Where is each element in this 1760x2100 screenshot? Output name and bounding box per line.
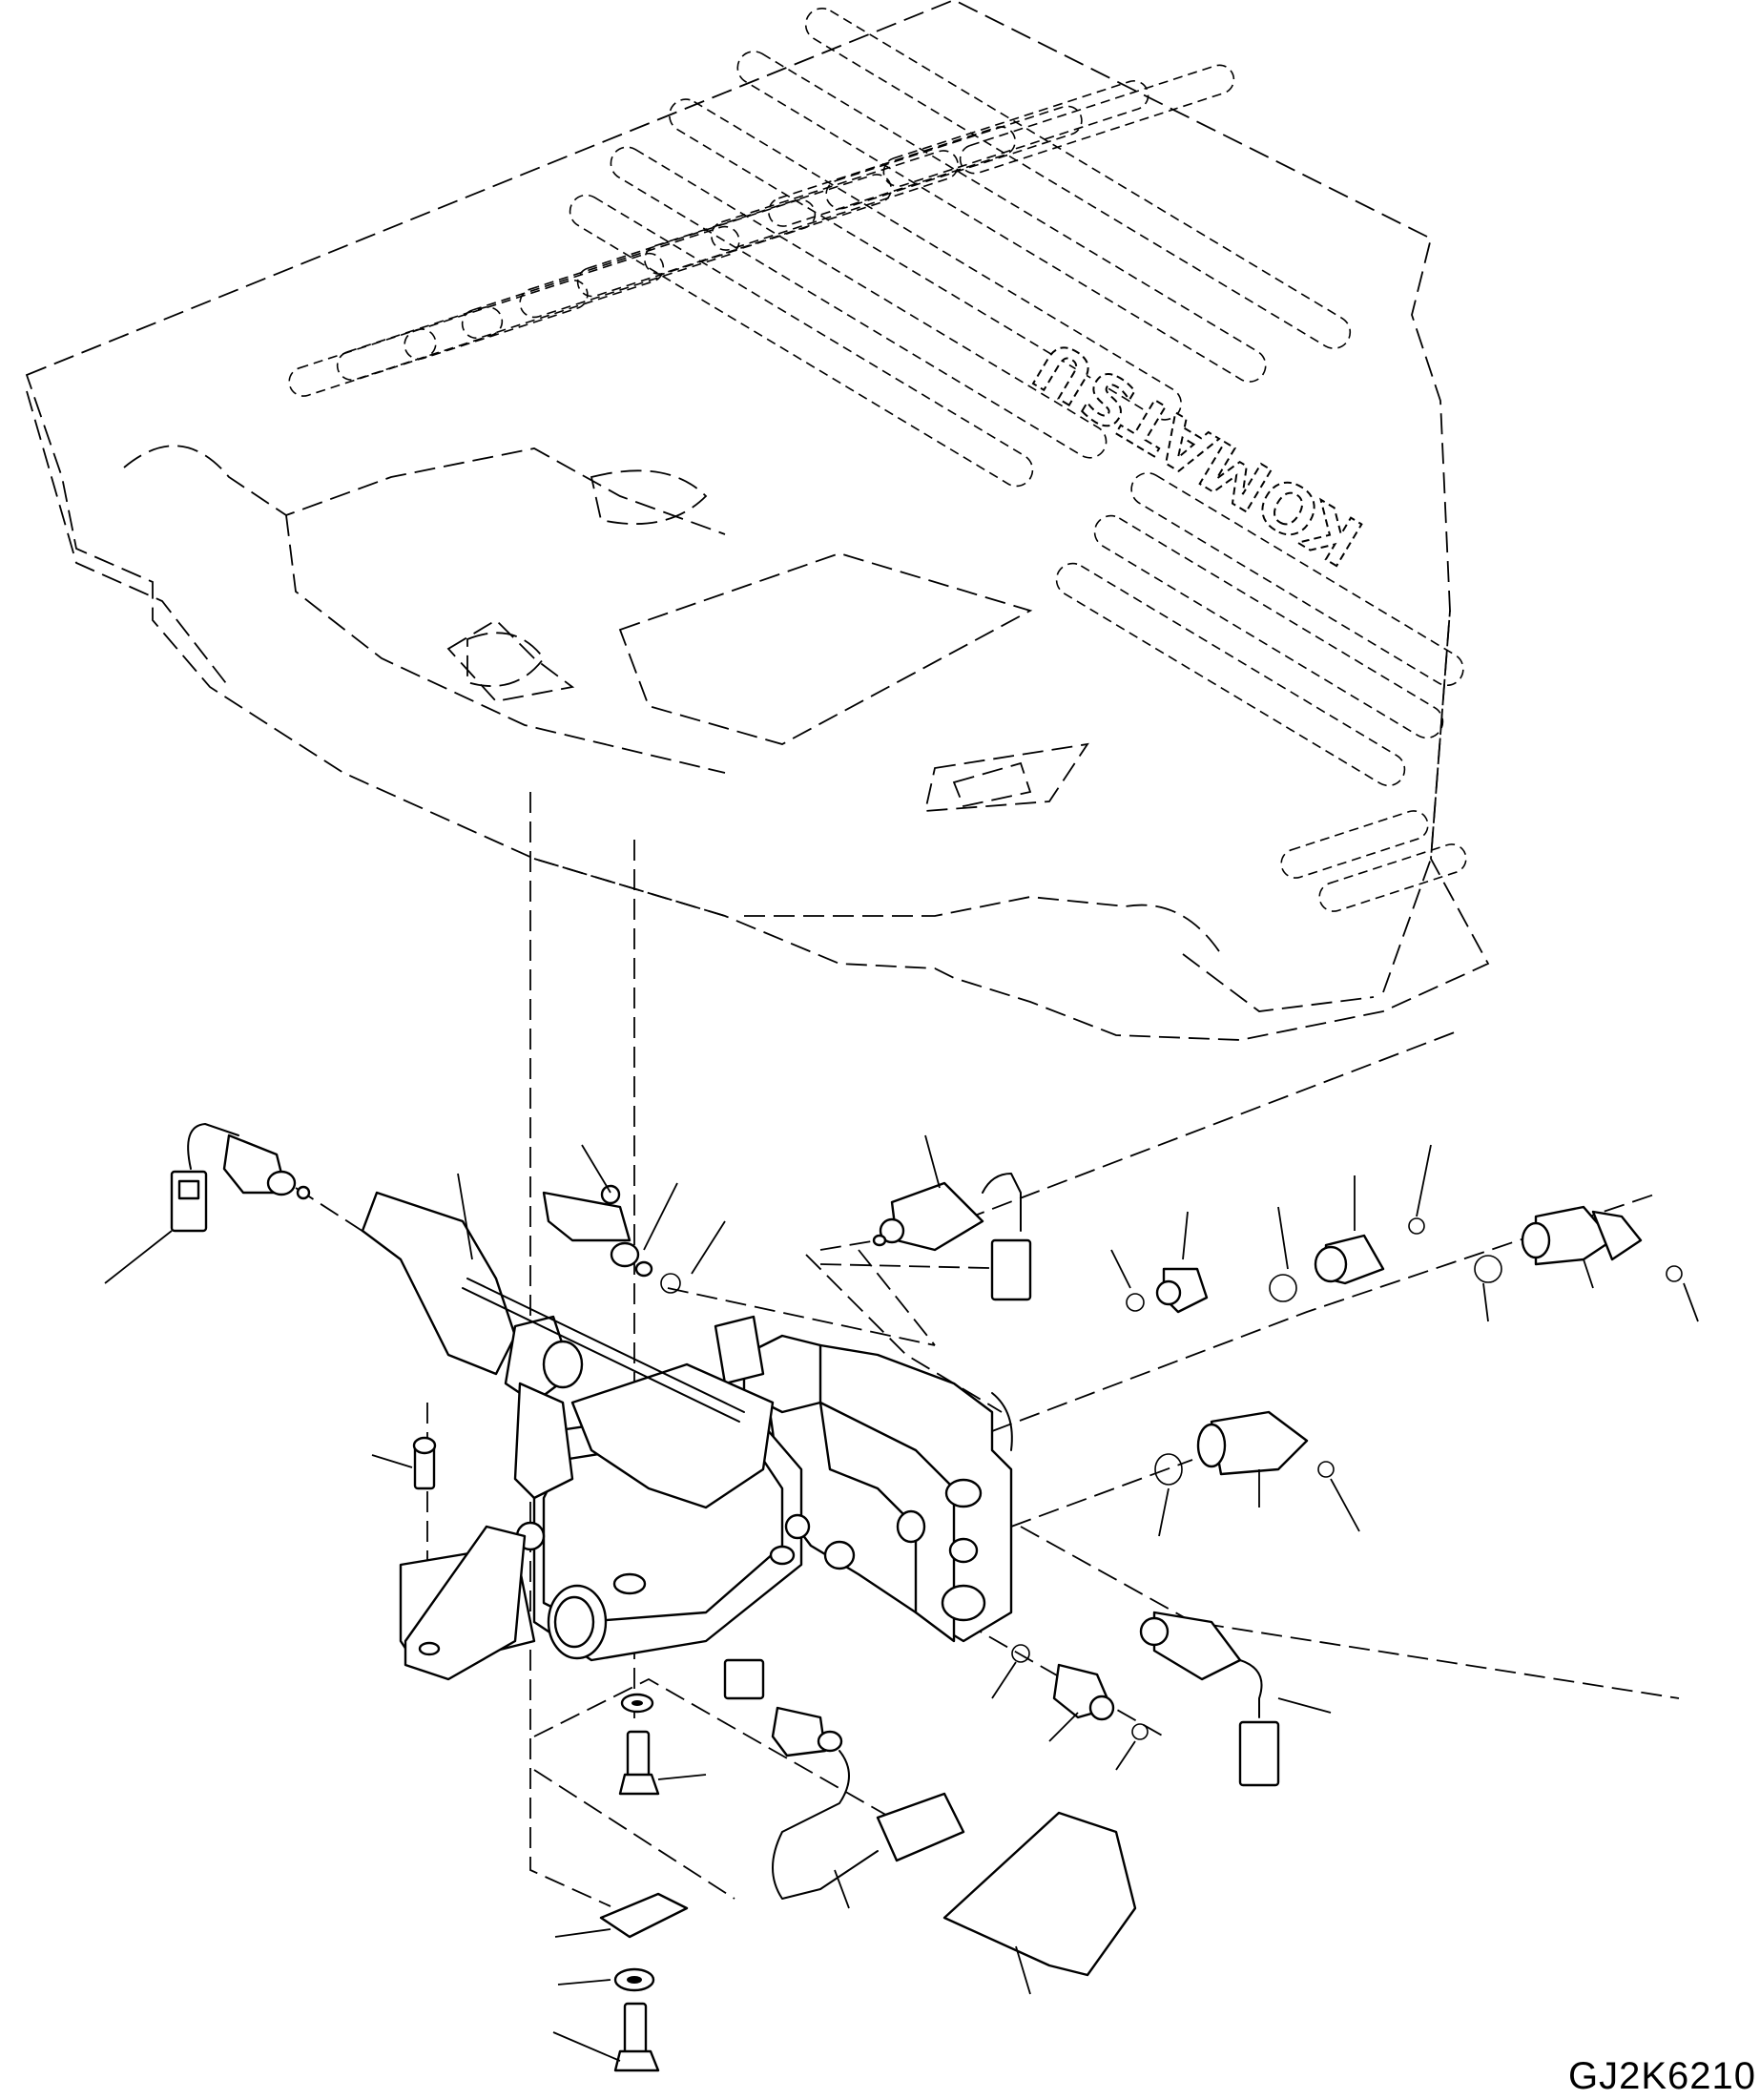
sensor-harness <box>723 1658 965 1900</box>
floor-logo-text: KOMATSU <box>1021 324 1375 580</box>
elbow-fitting-right <box>1154 1410 1335 1486</box>
elbow-fitting-top-right <box>1474 1205 1683 1283</box>
leader-lines <box>104 1134 1699 2062</box>
solenoid-top <box>542 1184 681 1294</box>
floor-plate <box>25 0 1490 1041</box>
drawing-code: GJ2K6210 <box>1567 2055 1756 2097</box>
plug-small <box>1126 1267 1209 1314</box>
floor-ribs <box>288 7 1467 912</box>
lever-assembly <box>361 1191 811 1672</box>
pressure-switch-lower-right <box>1139 1611 1280 1787</box>
floor-logo: KOMATSU <box>1020 323 1376 581</box>
adapter-fitting <box>1269 1217 1425 1302</box>
cover-plate <box>942 1811 1137 1977</box>
mounting-bracket <box>404 1525 527 1681</box>
fasteners-left <box>412 1436 689 2072</box>
valve-block <box>714 1315 1013 1643</box>
pressure-switch-top-center <box>872 1173 1032 1301</box>
pressure-switch-top-left <box>170 1123 311 1233</box>
center-lines <box>426 792 917 1907</box>
plug-lower <box>1011 1644 1149 1740</box>
